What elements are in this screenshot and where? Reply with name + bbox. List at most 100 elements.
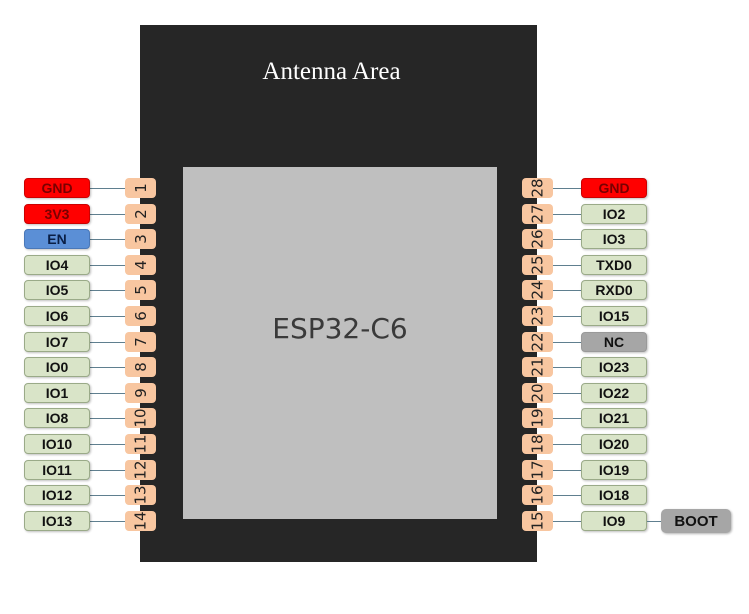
left-pin-label: IO7 xyxy=(24,332,90,352)
right-pin-wire xyxy=(553,444,581,445)
chip-body xyxy=(183,167,497,519)
right-pin-wire xyxy=(553,214,581,215)
pin-number-text: 13 xyxy=(131,485,150,505)
left-pin-label: IO10 xyxy=(24,434,90,454)
pin-number-text: 8 xyxy=(131,362,150,372)
left-pin-label: IO11 xyxy=(24,460,90,480)
left-pin-label: IO4 xyxy=(24,255,90,275)
left-pin-number: 7 xyxy=(125,332,156,352)
pin-number-text: 3 xyxy=(131,234,150,244)
left-pin-wire xyxy=(90,444,125,445)
pin-number-text: 10 xyxy=(131,408,150,428)
right-pin-number: 24 xyxy=(522,280,553,300)
left-pin-wire xyxy=(90,495,125,496)
right-pin-wire xyxy=(553,188,581,189)
boot-wire xyxy=(647,521,661,522)
right-pin-number: 15 xyxy=(522,511,553,531)
right-pin-wire xyxy=(553,470,581,471)
right-pin-label: IO3 xyxy=(581,229,647,249)
right-pin-number: 21 xyxy=(522,357,553,377)
right-pin-number: 26 xyxy=(522,229,553,249)
right-pin-label: IO15 xyxy=(581,306,647,326)
left-pin-number: 6 xyxy=(125,306,156,326)
right-pin-number: 22 xyxy=(522,332,553,352)
antenna-area-label: Antenna Area xyxy=(262,58,401,85)
left-pin-number: 10 xyxy=(125,408,156,428)
left-pin-label: EN xyxy=(24,229,90,249)
left-pin-number: 3 xyxy=(125,229,156,249)
right-pin-label: IO20 xyxy=(581,434,647,454)
left-pin-wire xyxy=(90,367,125,368)
right-pin-label: IO18 xyxy=(581,485,647,505)
pin-number-text: 17 xyxy=(528,460,547,480)
right-pin-wire xyxy=(553,265,581,266)
pin-number-text: 5 xyxy=(131,285,150,295)
left-pin-label: IO0 xyxy=(24,357,90,377)
left-pin-wire xyxy=(90,342,125,343)
right-pin-label: IO22 xyxy=(581,383,647,403)
right-pin-wire xyxy=(553,290,581,291)
pin-number-text: 26 xyxy=(528,229,547,249)
pin-number-text: 24 xyxy=(528,280,547,300)
right-pin-label: IO9 xyxy=(581,511,647,531)
pin-number-text: 18 xyxy=(528,434,547,454)
right-pin-number: 23 xyxy=(522,306,553,326)
right-pin-number: 17 xyxy=(522,460,553,480)
right-pin-wire xyxy=(553,367,581,368)
right-pin-number: 20 xyxy=(522,383,553,403)
left-pin-label: GND xyxy=(24,178,90,198)
boot-button-label: BOOT xyxy=(661,509,731,533)
pin-number-text: 15 xyxy=(528,511,547,531)
right-pin-label: RXD0 xyxy=(581,280,647,300)
right-pin-wire xyxy=(553,342,581,343)
left-pin-wire xyxy=(90,214,125,215)
left-pin-label: IO5 xyxy=(24,280,90,300)
left-pin-number: 11 xyxy=(125,434,156,454)
pin-number-text: 22 xyxy=(528,332,547,352)
left-pin-wire xyxy=(90,393,125,394)
pin-number-text: 23 xyxy=(528,306,547,326)
pin-number-text: 6 xyxy=(131,311,150,321)
pin-number-text: 7 xyxy=(131,337,150,347)
right-pin-number: 18 xyxy=(522,434,553,454)
right-pin-wire xyxy=(553,521,581,522)
left-pin-number: 9 xyxy=(125,383,156,403)
left-pin-wire xyxy=(90,418,125,419)
left-pin-number: 8 xyxy=(125,357,156,377)
right-pin-number: 28 xyxy=(522,178,553,198)
left-pin-label: IO13 xyxy=(24,511,90,531)
right-pin-number: 25 xyxy=(522,255,553,275)
right-pin-wire xyxy=(553,418,581,419)
left-pin-number: 1 xyxy=(125,178,156,198)
left-pin-number: 14 xyxy=(125,511,156,531)
right-pin-wire xyxy=(553,239,581,240)
right-pin-label: TXD0 xyxy=(581,255,647,275)
pin-number-text: 1 xyxy=(131,183,150,193)
pin-number-text: 4 xyxy=(131,260,150,270)
left-pin-number: 5 xyxy=(125,280,156,300)
right-pin-label: NC xyxy=(581,332,647,352)
left-pin-wire xyxy=(90,521,125,522)
pin-number-text: 9 xyxy=(131,388,150,398)
right-pin-number: 27 xyxy=(522,204,553,224)
right-pin-number: 16 xyxy=(522,485,553,505)
pin-number-text: 20 xyxy=(528,383,547,403)
pin-number-text: 14 xyxy=(131,511,150,531)
left-pin-label: IO8 xyxy=(24,408,90,428)
pin-number-text: 19 xyxy=(528,408,547,428)
left-pin-wire xyxy=(90,316,125,317)
left-pin-wire xyxy=(90,265,125,266)
pin-number-text: 27 xyxy=(528,204,547,224)
pin-number-text: 16 xyxy=(528,485,547,505)
right-pin-wire xyxy=(553,316,581,317)
pin-number-text: 25 xyxy=(528,255,547,275)
right-pin-label: IO19 xyxy=(581,460,647,480)
right-pin-wire xyxy=(553,495,581,496)
right-pin-number: 19 xyxy=(522,408,553,428)
left-pin-wire xyxy=(90,188,125,189)
right-pin-label: IO21 xyxy=(581,408,647,428)
right-pin-wire xyxy=(553,393,581,394)
pin-number-text: 28 xyxy=(528,178,547,198)
pin-number-text: 12 xyxy=(131,460,150,480)
left-pin-number: 4 xyxy=(125,255,156,275)
